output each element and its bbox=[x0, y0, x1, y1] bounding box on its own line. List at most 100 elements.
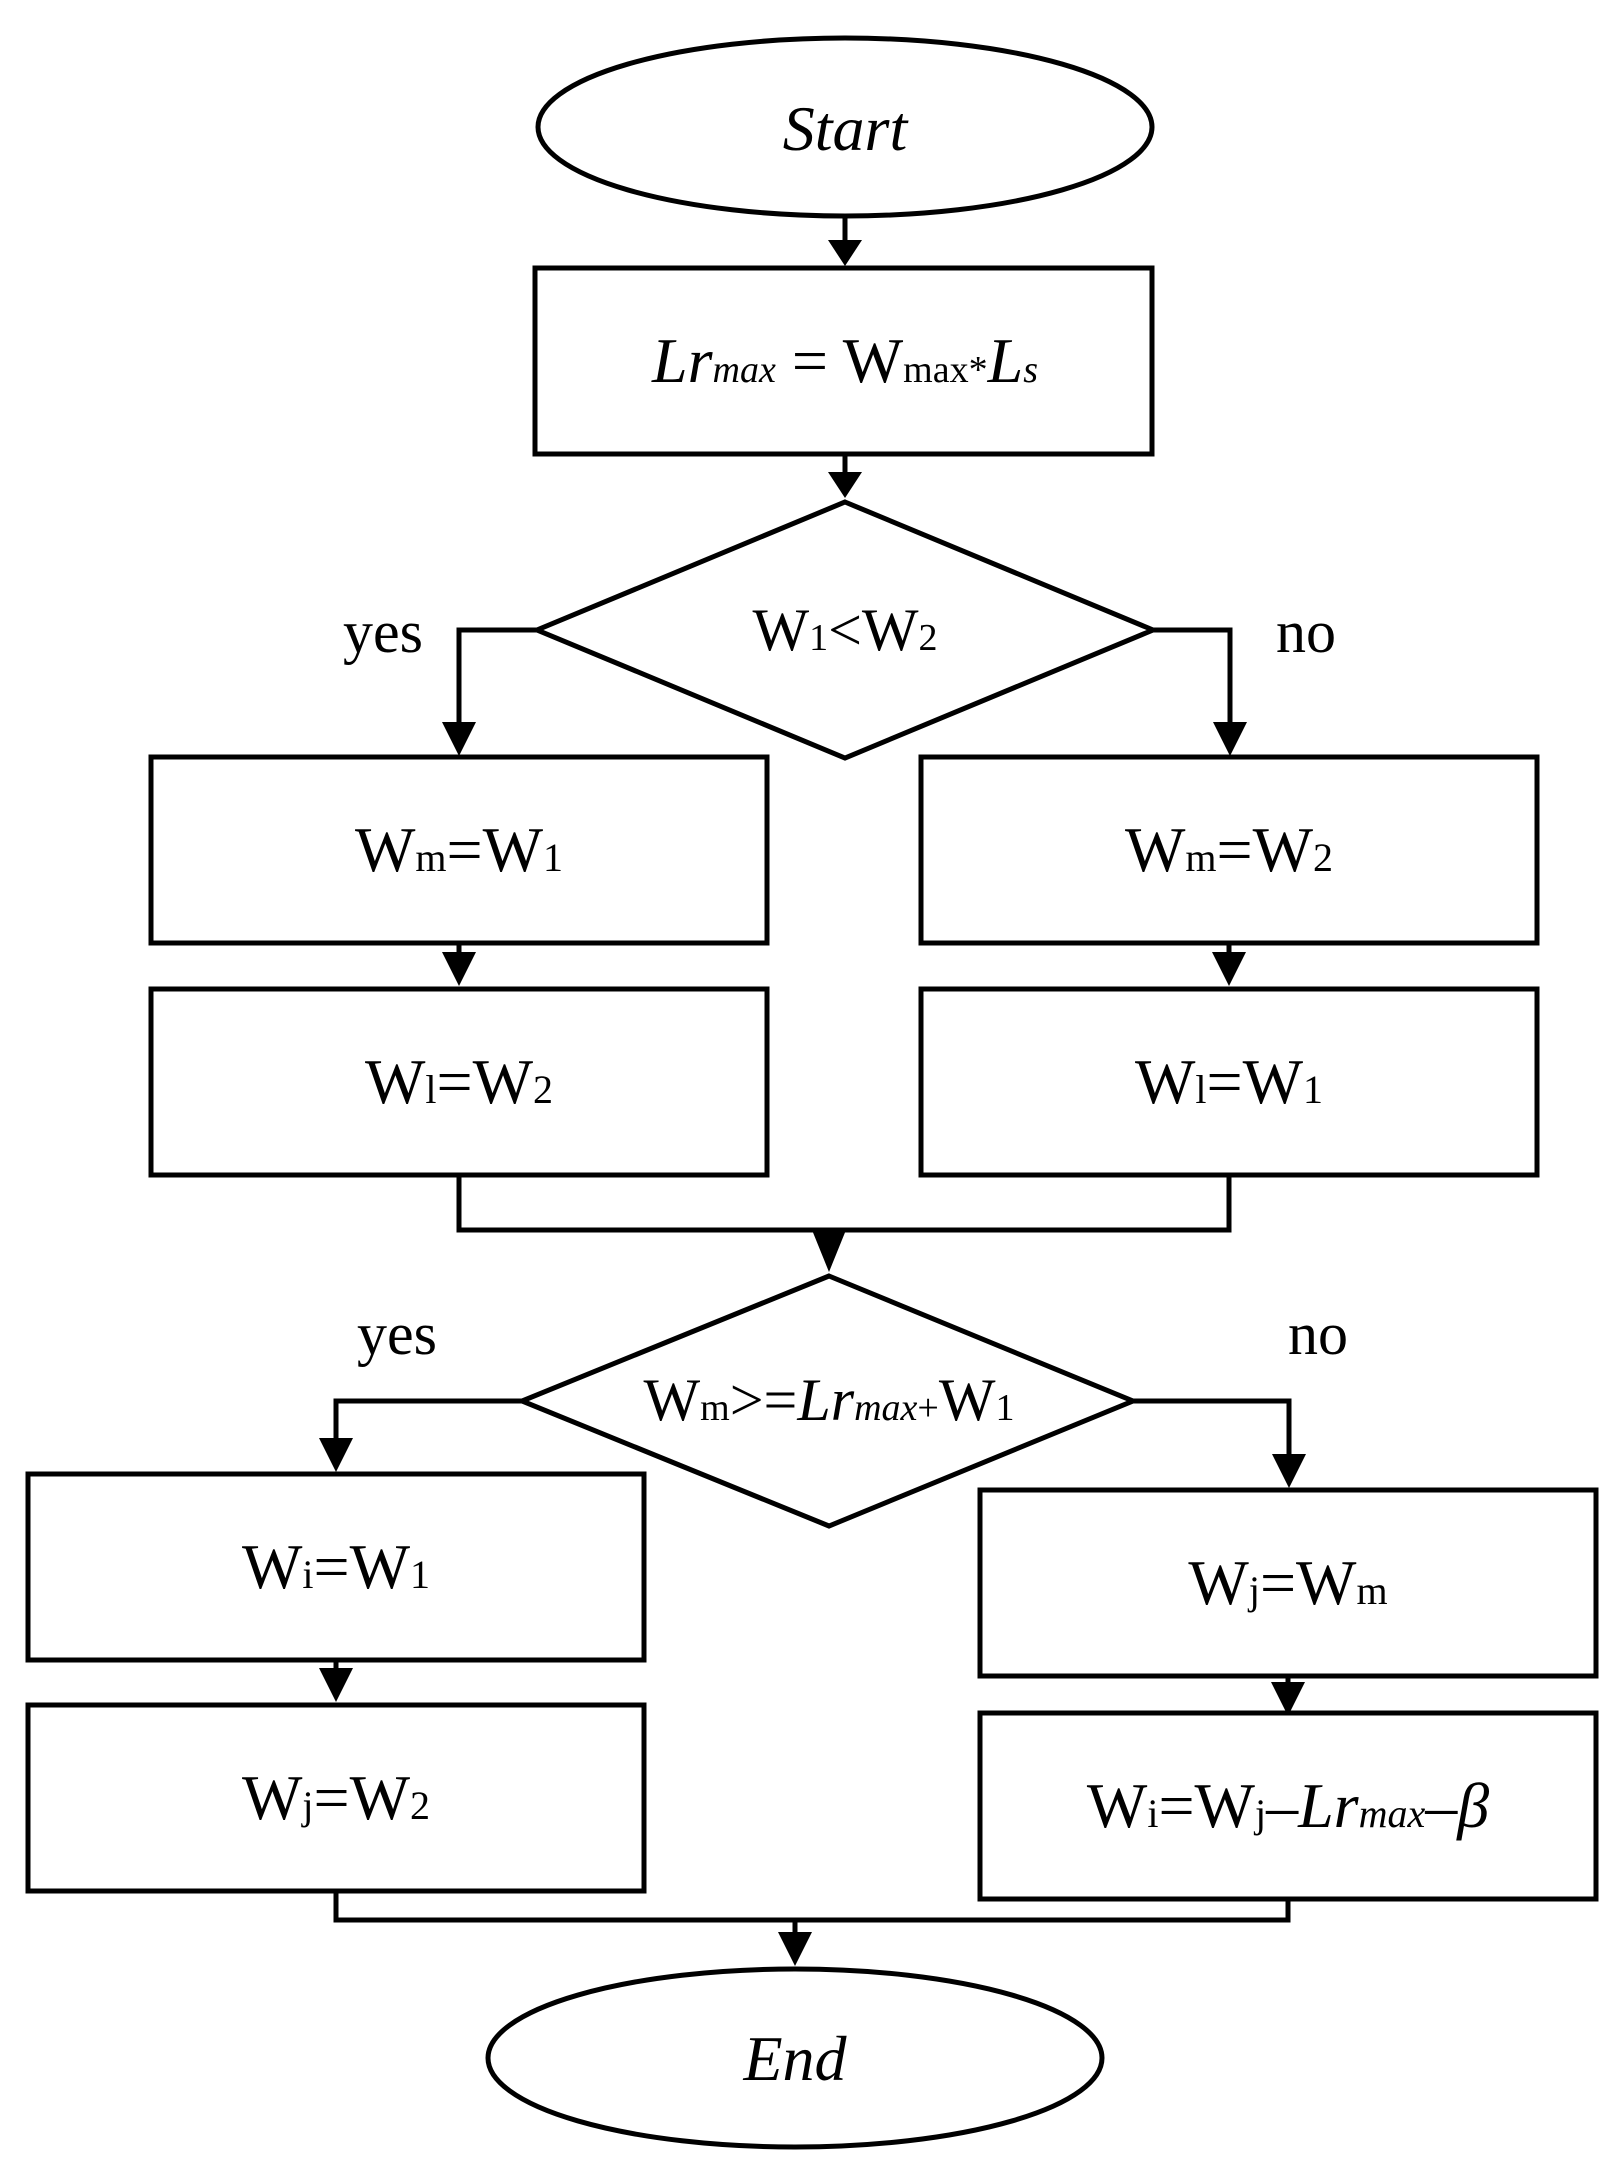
wi-calc-minus2: – bbox=[1424, 1770, 1458, 1841]
wj-wm-w: W bbox=[1188, 1547, 1249, 1618]
wm-w1-label: Wm=W1 bbox=[355, 814, 563, 885]
arrow-wj-wm-to-wi-calc bbox=[1271, 1682, 1305, 1716]
arrow-wi-w1-to-wj-w2 bbox=[319, 1668, 353, 1702]
arrow-start-to-lrmax bbox=[828, 240, 862, 266]
wm-w2-sub-2: 2 bbox=[1313, 835, 1333, 880]
wj-w2-eq: =W bbox=[314, 1762, 411, 1833]
wl-w1-sub-1: 1 bbox=[1303, 1067, 1323, 1112]
connector-yes-branch-2 bbox=[333, 1398, 522, 1438]
wl-w1-sub-l: l bbox=[1195, 1067, 1206, 1112]
wi-calc-sub-j: j bbox=[1253, 1791, 1266, 1836]
wi-calc-label: Wi=Wj–Lrmax–β bbox=[1087, 1770, 1489, 1841]
arrow-wm-w2-to-wl-w1 bbox=[1212, 952, 1246, 986]
wi-w1-eq: =W bbox=[314, 1531, 411, 1602]
wj-w2-sub-2: 2 bbox=[410, 1783, 430, 1828]
yes-label-2: yes bbox=[357, 1301, 437, 1367]
wi-calc-w: W bbox=[1087, 1770, 1148, 1841]
arrow-no-branch-1 bbox=[1213, 722, 1247, 756]
lr-subscript-max: max bbox=[713, 349, 776, 391]
no-label-1: no bbox=[1276, 599, 1336, 665]
wj-wm-sub-m: m bbox=[1356, 1568, 1387, 1613]
wm-w1-w: W bbox=[355, 814, 416, 885]
decision-w1-less-w2 bbox=[530, 499, 1160, 761]
process-box-lr-max bbox=[532, 265, 1155, 457]
wm-w2-label: Wm=W2 bbox=[1125, 814, 1333, 885]
wl-w1-eq: =W bbox=[1207, 1046, 1304, 1117]
wi-w1-sub-1: 1 bbox=[410, 1552, 430, 1597]
ls-subscript: s bbox=[1023, 349, 1038, 391]
wi-w1-sub-i: i bbox=[302, 1552, 313, 1597]
w-subscript-max: max bbox=[903, 349, 968, 391]
arrow-wm-w1-to-wl-w2 bbox=[442, 952, 476, 986]
wi-calc-lr: Lr bbox=[1297, 1770, 1360, 1841]
wi-calc-sub-i: i bbox=[1147, 1791, 1158, 1836]
wi-calc-minus1: – bbox=[1265, 1770, 1299, 1841]
wi-w1-w: W bbox=[242, 1531, 303, 1602]
wl-w2-eq: =W bbox=[437, 1046, 534, 1117]
wl-w1-label: Wl=W1 bbox=[1135, 1046, 1323, 1117]
wj-wm-label: Wj=Wm bbox=[1188, 1547, 1387, 1618]
no-label-2: no bbox=[1288, 1301, 1348, 1367]
decision1-sub1: 1 bbox=[809, 617, 828, 659]
wm-w2-sub-m: m bbox=[1185, 835, 1216, 880]
decision1-label: W1<W2 bbox=[752, 597, 937, 663]
process-box-wl-equals-w1 bbox=[918, 986, 1540, 1178]
decision2-sub-1: 1 bbox=[996, 1387, 1015, 1429]
wm-w2-eq: =W bbox=[1217, 814, 1314, 885]
process-box-wj-equals-w2 bbox=[25, 1702, 647, 1894]
decision2-label: Wm>=Lrmax+W1 bbox=[644, 1367, 1015, 1433]
arrow-yes-branch-1 bbox=[442, 722, 476, 756]
wj-w2-label: Wj=W2 bbox=[242, 1762, 430, 1833]
yes-label-1: yes bbox=[343, 599, 423, 665]
decision-wm-ge-lrmax-plus-w1 bbox=[515, 1273, 1140, 1529]
decision2-w: W bbox=[644, 1367, 701, 1433]
process-box-wi-equals-w1 bbox=[25, 1471, 647, 1663]
start-label: Start bbox=[783, 93, 910, 164]
process-box-wi-calc bbox=[977, 1710, 1599, 1902]
process-box-wm-equals-w1 bbox=[148, 754, 770, 946]
decision2-lr: Lr bbox=[796, 1367, 854, 1433]
connector-merge-1 bbox=[456, 1175, 1232, 1233]
connector-merge-2 bbox=[333, 1891, 1291, 1923]
decision2-sub-max: max bbox=[854, 1387, 917, 1429]
decision2-w2: W bbox=[939, 1367, 996, 1433]
wl-w2-label: Wl=W2 bbox=[365, 1046, 553, 1117]
decision2-sub-m: m bbox=[700, 1387, 730, 1429]
arrow-merge-to-end bbox=[778, 1932, 812, 1966]
end-terminal bbox=[485, 1966, 1105, 2150]
ls-symbol: L bbox=[987, 325, 1024, 396]
decision1-sub2: 2 bbox=[919, 617, 938, 659]
wj-w2-w: W bbox=[242, 1762, 303, 1833]
arrow-no-branch-2 bbox=[1272, 1454, 1306, 1488]
connector-yes-branch-1 bbox=[456, 627, 537, 722]
wj-wm-sub-j: j bbox=[1247, 1568, 1260, 1613]
wl-w2-w: W bbox=[365, 1046, 426, 1117]
wl-w1-w: W bbox=[1135, 1046, 1196, 1117]
decision1-lt-w: <W bbox=[828, 597, 919, 663]
wl-w2-sub-l: l bbox=[425, 1067, 436, 1112]
decision1-w: W bbox=[752, 597, 809, 663]
end-label: End bbox=[742, 2023, 847, 2094]
lr-symbol: Lr bbox=[651, 325, 714, 396]
wi-calc-sub-max: max bbox=[1359, 1791, 1426, 1836]
wm-w1-sub-m: m bbox=[415, 835, 446, 880]
wi-calc-eq: =W bbox=[1158, 1770, 1255, 1841]
wi-w1-label: Wi=W1 bbox=[242, 1531, 430, 1602]
wm-w1-eq: =W bbox=[447, 814, 544, 885]
wi-calc-beta: β bbox=[1455, 1770, 1489, 1841]
connector-no-branch-2 bbox=[1133, 1398, 1292, 1454]
arrow-merge-to-decision2 bbox=[812, 1230, 846, 1272]
arrow-yes-branch-2 bbox=[319, 1438, 353, 1472]
lr-max-formula: Lrmax = Wmax*Ls bbox=[651, 325, 1038, 396]
wm-w2-w: W bbox=[1125, 814, 1186, 885]
multiply-sign: * bbox=[969, 349, 988, 391]
wj-wm-eq: =W bbox=[1260, 1547, 1357, 1618]
connector-no-branch-1 bbox=[1153, 627, 1233, 722]
wj-w2-sub-j: j bbox=[300, 1783, 313, 1828]
decision2-plus: + bbox=[917, 1387, 938, 1429]
arrow-lrmax-to-decision1 bbox=[828, 472, 862, 498]
lr-equals-w: = W bbox=[776, 325, 904, 396]
wm-w1-sub-1: 1 bbox=[543, 835, 563, 880]
